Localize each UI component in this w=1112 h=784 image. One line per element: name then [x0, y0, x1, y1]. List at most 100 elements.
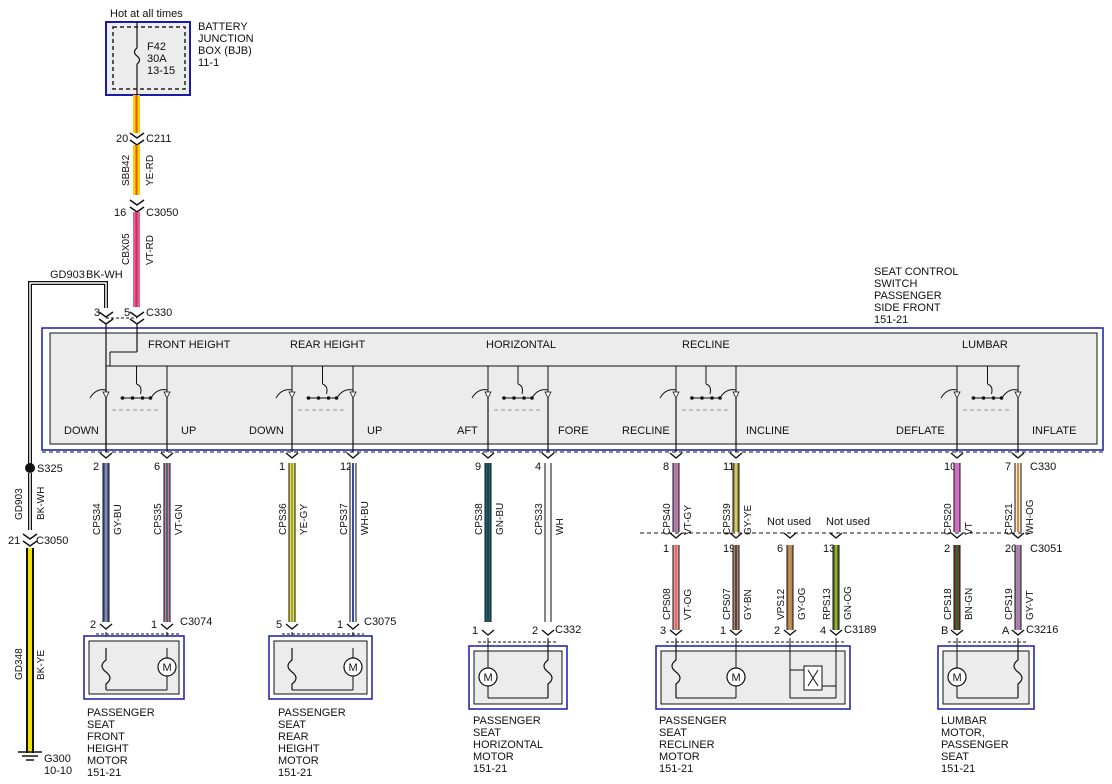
- pos-aft: AFT: [457, 425, 478, 437]
- not-used-2: Not used: [826, 516, 870, 528]
- c211-pin: 20: [116, 133, 128, 145]
- circuit-0: CPS34: [92, 503, 103, 535]
- motor2-name-4: HEIGHT: [278, 743, 320, 755]
- circuit-5: CPS33: [534, 503, 545, 535]
- motor5-name-4: SEAT: [941, 751, 969, 763]
- pin-mid-11: 20: [1005, 543, 1017, 555]
- bjb-inner: [112, 26, 186, 90]
- position-sensor-icon: [287, 648, 297, 690]
- pin-top-1: 6: [154, 461, 160, 473]
- pin-top-10: 10: [944, 461, 956, 473]
- pin-top-7: 11: [723, 461, 734, 473]
- c3050-label: C3050: [146, 207, 178, 219]
- switch-name-1: SEAT CONTROL: [874, 266, 959, 278]
- battery-junction-box: Hot at all times F42 30A 13-15 BATTERY J…: [105, 8, 254, 96]
- color2-6: VT-OG: [683, 589, 694, 620]
- circuit-7: CPS39: [722, 503, 733, 535]
- circuit2-10: CPS18: [943, 588, 954, 620]
- switch-name-4: SIDE FRONT: [874, 302, 941, 314]
- circuit-1: CPS35: [153, 503, 164, 535]
- c330-pin-left: 3: [94, 307, 100, 319]
- seat-control-switch: FRONT HEIGHT REAR HEIGHT HORIZONTAL RECL…: [41, 324, 1104, 452]
- motor2-name-5: MOTOR: [278, 755, 319, 767]
- sbb42-color: YE-RD: [145, 155, 156, 186]
- motor2-name-2: SEAT: [278, 719, 306, 731]
- position-sensor-icon: [543, 640, 553, 698]
- section-front-height: FRONT HEIGHT: [148, 339, 231, 351]
- pin-bottom-8: 2: [774, 625, 780, 637]
- fuse-rating: 30A: [147, 53, 167, 65]
- motor-lumbar: M LUMBAR MOTOR, PASSENGER SEAT 151-21: [937, 640, 1035, 775]
- pos-fore: FORE: [558, 425, 589, 437]
- fuse-ref: 13-15: [147, 65, 175, 77]
- pin-bottom-10: B: [941, 625, 948, 637]
- gd348-circuit: GD348: [14, 648, 25, 680]
- color-3: WH-BU: [360, 501, 371, 535]
- pos-up-2: UP: [367, 425, 382, 437]
- pin-mid-8: 6: [777, 543, 783, 555]
- motor-horizontal: M PASSENGER SEAT HORIZONTAL MOTOR 151-21: [468, 640, 568, 775]
- pin-bottom-6: 3: [660, 625, 666, 637]
- gd903-circuit-2: GD903: [14, 488, 25, 520]
- c3051-label: C3051: [1030, 543, 1062, 555]
- motor-m-label: M: [349, 662, 358, 674]
- motor1-name-2: SEAT: [87, 719, 115, 731]
- circuit-2: CPS36: [278, 503, 289, 535]
- motor1-name-4: HEIGHT: [87, 743, 129, 755]
- splice-label: S325: [37, 463, 63, 475]
- motor1-name-1: PASSENGER: [87, 707, 155, 719]
- pos-inflate: INFLATE: [1032, 425, 1076, 437]
- position-sensor-icon: [671, 640, 681, 698]
- sbb42-circuit: SBB42: [121, 154, 132, 186]
- motor-recliner: M PASSENGER SEAT RECLINER MOTOR 151-21: [655, 640, 851, 775]
- section-recline: RECLINE: [682, 339, 730, 351]
- motor1-name-5: MOTOR: [87, 755, 128, 767]
- pos-recline: RECLINE: [622, 425, 670, 437]
- section-lumbar: LUMBAR: [962, 339, 1008, 351]
- motor4-name-3: RECLINER: [659, 739, 715, 751]
- c330-label: C330: [146, 307, 172, 319]
- pin-bottom-7: 1: [720, 625, 726, 637]
- circuit-10: CPS20: [943, 503, 954, 535]
- c3216-label: C3216: [1026, 624, 1058, 636]
- hot-label: Hot at all times: [110, 8, 183, 20]
- pos-down-2: DOWN: [249, 425, 284, 437]
- pin-top-11: 7: [1005, 461, 1011, 473]
- ground-wire: GD903 BK-WH 3 5 C330 S325 GD903 BK-WH 21…: [8, 269, 172, 777]
- color2-11: GY-VT: [1025, 590, 1036, 620]
- c3050-gnd-pin: 21: [8, 535, 20, 547]
- ground-point: G300: [44, 753, 71, 765]
- motor5-name-2: MOTOR,: [941, 727, 985, 739]
- motor-rear-height: M PASSENGER SEAT REAR HEIGHT MOTOR 151-2…: [268, 635, 373, 779]
- switch-contacts: [89, 366, 1022, 452]
- circuit-11: CPS21: [1004, 503, 1015, 535]
- motor2-name-1: PASSENGER: [278, 707, 346, 719]
- color2-8: GY-OG: [797, 587, 808, 620]
- cbx05-circuit: CBX05: [121, 233, 132, 265]
- circuit2-11: CPS19: [1004, 588, 1015, 620]
- pin-top-6: 8: [663, 461, 669, 473]
- color-4: GN-BU: [495, 503, 506, 535]
- motor-m-label: M: [163, 662, 172, 674]
- pin-top-5: 4: [535, 461, 541, 473]
- circuit2-6: CPS08: [662, 588, 673, 620]
- pin-top-4: 9: [475, 461, 481, 473]
- switch-name-2: SWITCH: [874, 278, 917, 290]
- motor1-name-3: FRONT: [87, 731, 125, 743]
- motor-m-label: M: [484, 672, 493, 684]
- pin-top-0: 2: [93, 461, 99, 473]
- bjb-name-1: BATTERY: [198, 21, 248, 33]
- c3050-gnd-label: C3050: [36, 535, 68, 547]
- pin-mid-6: 1: [663, 543, 669, 555]
- color-10: VT: [964, 522, 975, 535]
- color2-10: BN-GN: [964, 588, 975, 620]
- bjb-name-2: JUNCTION: [198, 33, 254, 45]
- motor3-name-4: MOTOR: [473, 751, 514, 763]
- section-rear-height: REAR HEIGHT: [290, 339, 365, 351]
- circuit-3: CPS37: [339, 503, 350, 535]
- switch-name-5: 151-21: [874, 314, 908, 326]
- motor5-name-3: PASSENGER: [941, 739, 1009, 751]
- c3189-label: C3189: [844, 624, 876, 636]
